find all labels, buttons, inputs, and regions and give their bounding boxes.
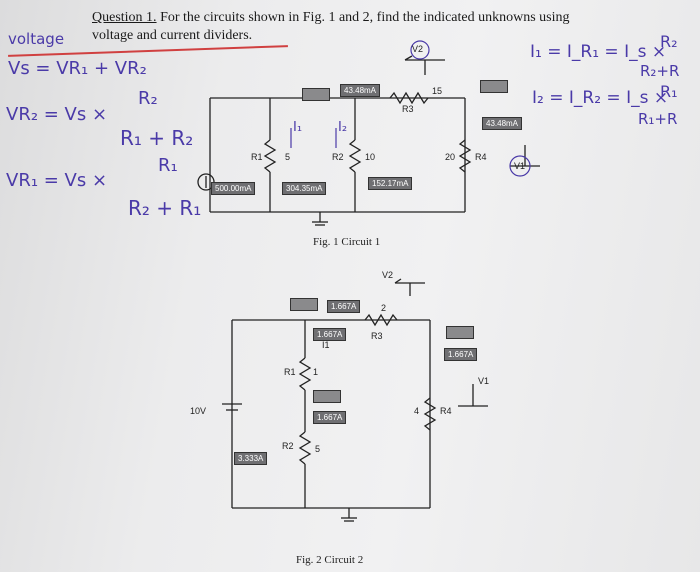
note-right-2-den: R₁+R [638,110,678,128]
fig2-meter-r2: 1.667A [313,411,347,424]
fig1-hidden-meter-2: 00.00 [480,80,509,93]
fig2-source-label: 10V [190,406,207,416]
note-heading: voltage [8,30,65,48]
question-line-2: voltage and current dividers. [92,28,253,43]
fig2-r1-label: R1 [284,367,296,377]
question-text: For the circuits shown in Fig. 1 and 2, … [156,10,570,25]
fig1-hidden-meter: 00.00 [302,88,331,101]
fig1-r3-label: R3 [402,104,414,114]
question-number: Question 1. [92,10,157,25]
note-right-2-num: R₁ [660,82,678,101]
fig2-v1-label: V1 [478,376,490,386]
note-line-2-den: R₁ + R₂ [120,126,194,150]
fig1-r3-value: 15 [432,86,443,96]
fig2-hidden-meter-3: 00.00 [313,390,342,403]
fig2-v2-label: V2 [382,270,394,280]
fig1-meter-source: 500.00mA [211,182,256,195]
note-right-1-den: R₂+R [640,62,680,80]
fig1-r1-label: R1 [251,152,263,162]
fig1-meter-r3: 43.48mA [340,84,381,97]
fig2-meter-r1: 1.667A [313,328,347,341]
fig2-i1-label: I1 [322,340,330,350]
note-line-3-den: R₂ + R₁ [128,196,202,220]
fig1-r4-value: 20 [445,152,456,162]
fig1-v1-label: V1 [514,161,526,171]
note-line-3: VR₁ = Vs × [6,170,108,191]
fig2-r2-value: 5 [315,444,321,454]
fig1-meter-r4: 43.48mA [482,117,523,130]
fig2-caption: Fig. 2 Circuit 2 [296,554,364,566]
note-right-1: I₁ = I_R₁ = I_s × [530,42,667,62]
fig1-caption: Fig. 1 Circuit 1 [313,236,381,248]
note-right-1-num: R₂ [660,32,678,51]
note-right-2: I₂ = I_R₂ = I_s × [532,88,669,108]
fig2-meter-r4: 1.667A [444,348,478,361]
fig2-r4-label: R4 [440,406,452,416]
note-line-2-num: R₂ [138,88,158,109]
fig1-v2-label: V2 [412,44,424,54]
fig2-meter-r3: 1.667A [327,300,361,313]
fig2-r4-value: 4 [414,406,420,416]
question-line-1: Question 1. For the circuits shown in Fi… [92,10,570,26]
fig2-hidden-meter: 00.00 [290,298,319,311]
fig2-r2-label: R2 [282,441,294,451]
fig2-hidden-meter-2: 00.00 [446,326,475,339]
fig2-r1-value: 1 [313,367,319,377]
fig1-r1-value: 5 [285,152,291,162]
fig1-meter-r1: 304.35mA [282,182,327,195]
fig1-i2-note: I₂ [338,120,348,135]
fig1-i1-note: I₁ [293,120,303,135]
fig2-r3-label: R3 [371,331,383,341]
fig1-r4-label: R4 [475,152,487,162]
fig1-r2-value: 10 [365,152,376,162]
fig1-r2-label: R2 [332,152,344,162]
note-line-2: VR₂ = Vs × [6,104,108,125]
fig2-meter-source: 3.333A [234,452,268,465]
fig1-meter-r2: 152.17mA [368,177,413,190]
fig2-r3-value: 2 [381,303,387,313]
note-line-1: Vs = VR₁ + VR₂ [8,58,147,79]
note-line-3-num: R₁ [158,155,178,176]
